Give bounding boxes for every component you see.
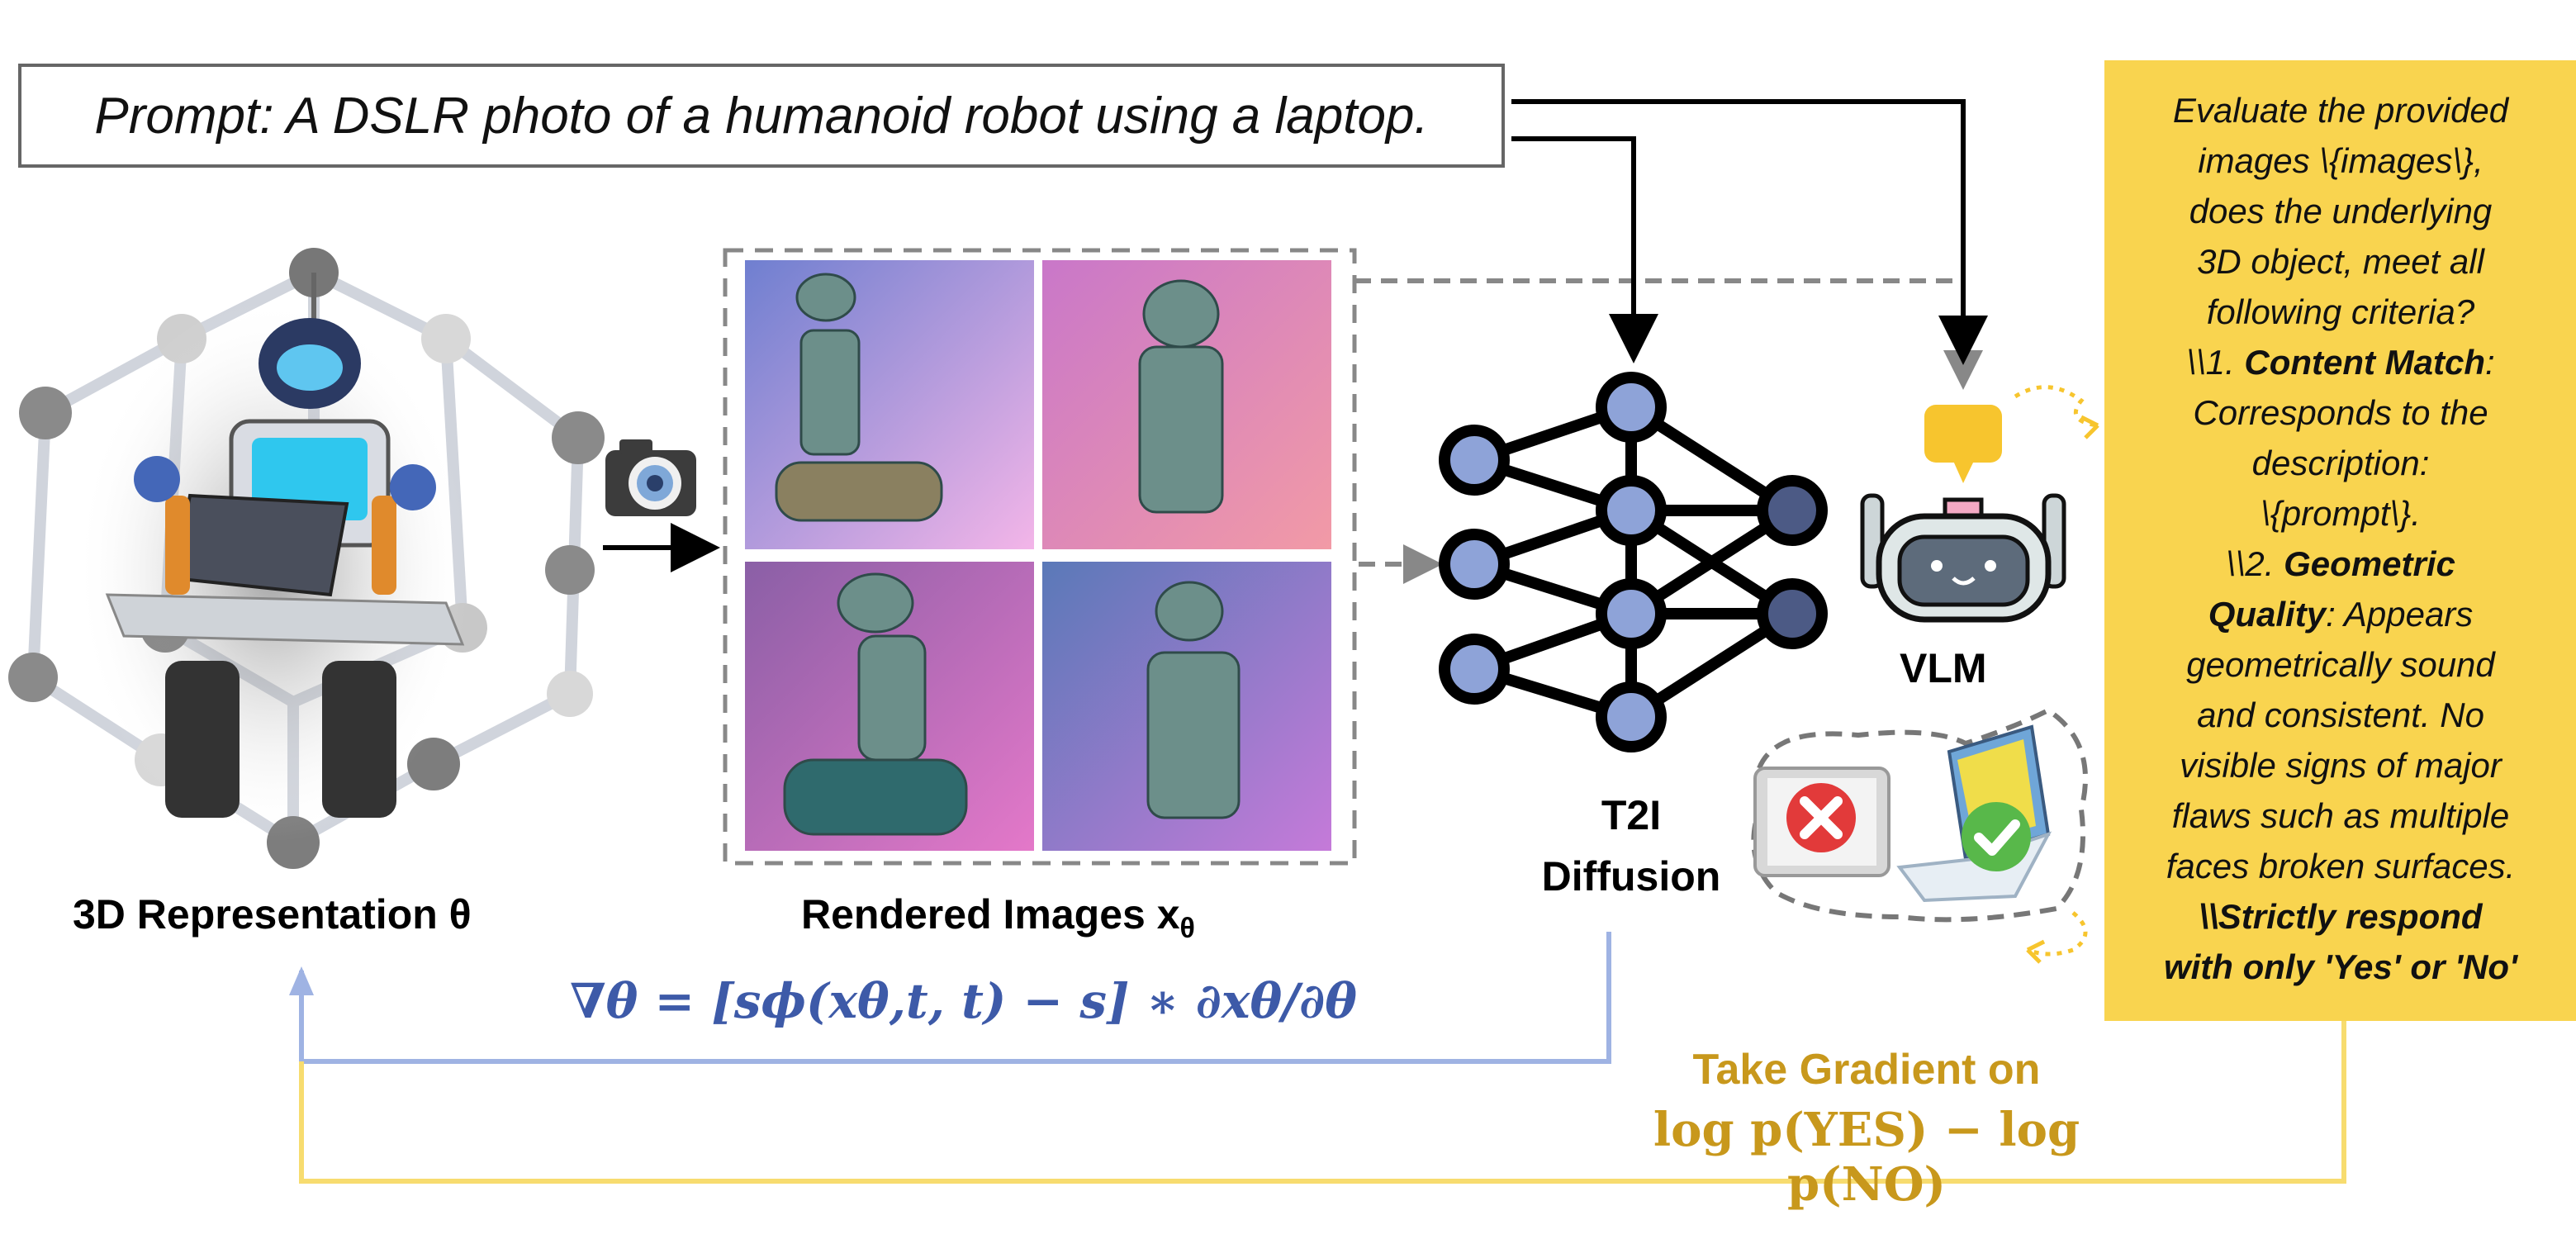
tablet-reject-icon [1753, 767, 1890, 877]
criteria-line: and consistent. No [2197, 695, 2484, 734]
yellow-gradient-arrow [299, 1021, 2346, 1184]
criteria-line: does the underlying [2189, 192, 2493, 230]
blue-arrowhead [289, 966, 314, 995]
log-probability-formula: log p(YES) − log p(NO) [1653, 1103, 2080, 1212]
criteria-line: \\1. Content Match: [2119, 337, 2562, 387]
representation-label-text: 3D Representation θ [73, 891, 472, 938]
vlm-robot-icon [1860, 405, 2066, 623]
criteria-fragment: \\1. [2186, 343, 2245, 382]
criteria-bold: Strictly respond [2218, 897, 2483, 936]
criteria-bold: Geometric [2284, 544, 2455, 583]
decision-cloud [1751, 707, 2088, 923]
prompt-text: Prompt: A DSLR photo of a humanoid robot… [94, 87, 1429, 145]
criteria-fragment: : Appears [2326, 595, 2474, 634]
rendered-images-frame [723, 248, 1357, 866]
criteria-line: with only 'Yes' or 'No' [2119, 942, 2562, 992]
prompt-arrow-to-vlm [1511, 99, 1988, 365]
vlm-label: VLM [1900, 644, 1987, 692]
criteria-line: faces broken surfaces. [2166, 847, 2516, 885]
criteria-line: description: [2251, 444, 2430, 482]
prompt-box: Prompt: A DSLR photo of a humanoid robot… [18, 64, 1505, 168]
criteria-line: \{prompt\}. [2261, 494, 2421, 533]
gradient-formula: ∇θ = [sϕ(xθ,t, t) − s] ∗ ∂xθ/∂θ [570, 973, 1357, 1029]
swirl-bottom-arrowhead [2026, 939, 2046, 964]
blue-gradient-arrow [299, 932, 1611, 1064]
camera-icon [605, 439, 696, 516]
criteria-line: Corresponds to the [2193, 393, 2488, 432]
criteria-box: Evaluate the provided images \{images\},… [2104, 60, 2576, 1021]
criteria-line: flaws such as multiple [2171, 796, 2510, 835]
criteria-line: 3D object, meet all [2197, 242, 2484, 281]
criteria-line: geometrically sound [2186, 645, 2495, 684]
neural-net-icon [1439, 372, 1828, 752]
criteria-line: following criteria? [2206, 292, 2475, 331]
criteria-line: Evaluate the provided [2172, 91, 2509, 130]
prompt-arrow-to-t2i [1511, 136, 1658, 363]
criteria-fragment: : [2485, 343, 2495, 382]
criteria-line: visible signs of major [2180, 746, 2502, 785]
criteria-fragment: \\2. [2226, 544, 2284, 583]
rendered-image-grid [745, 260, 1331, 851]
t2i-label: T2I Diffusion [1507, 785, 1755, 907]
criteria-line: \\2. Geometric [2119, 539, 2562, 589]
criteria-bold: with only 'Yes' or 'No' [2163, 947, 2518, 986]
laptop-accept-icon [1896, 724, 2052, 903]
swirl-top-arrowhead [2080, 415, 2099, 439]
dashed-arrow-to-vlm [1354, 278, 1983, 390]
criteria-line: Quality: Appears [2119, 589, 2562, 639]
take-gradient-label: Take Gradient on [1692, 1046, 2041, 1094]
swirl-bottom [2027, 911, 2088, 957]
representation-label: 3D Representation θ [73, 890, 472, 938]
vlm-label-text: VLM [1900, 645, 1987, 691]
rendered-label: Rendered Images xθ [801, 890, 1195, 945]
criteria-bold: Quality [2208, 595, 2327, 634]
robot-icon [74, 273, 471, 843]
criteria-line: images \{images\}, [2198, 141, 2483, 180]
rendered-label-text: Rendered Images x [801, 891, 1180, 938]
criteria-bold: \\ [2199, 897, 2218, 936]
t2i-label-line1: T2I [1601, 792, 1662, 838]
criteria-bold: Content Match [2244, 343, 2486, 382]
rendered-label-subscript: θ [1179, 913, 1195, 944]
t2i-label-line2: Diffusion [1541, 853, 1721, 900]
swirl-top [2014, 385, 2099, 428]
criteria-line: \\Strictly respond [2119, 891, 2562, 942]
